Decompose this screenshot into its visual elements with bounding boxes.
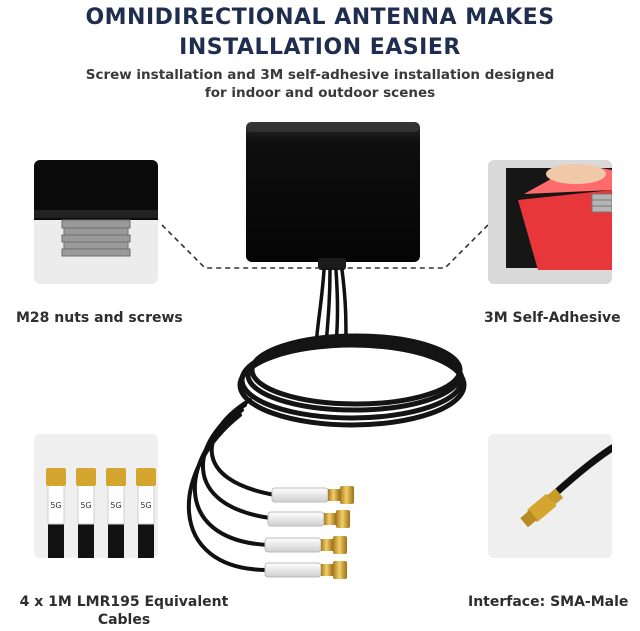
- cable-tails: [186, 398, 277, 572]
- interface-label: Interface: SMA-Male: [468, 594, 629, 610]
- connector-mark-4: 5G: [140, 501, 151, 510]
- leader-line-right: [345, 224, 489, 269]
- subheadline-line-2: for indoor and outdoor scenes: [204, 85, 436, 101]
- subheadline-line-1: Screw installation and 3M self-adhesive …: [85, 67, 555, 83]
- connector-mark-3: 5G: [110, 501, 121, 510]
- cable-bundle: [314, 268, 348, 347]
- headline-line-2: INSTALLATION EASIER: [179, 35, 461, 60]
- cables-photo: 5G 5G 5G 5G: [34, 434, 158, 558]
- antenna-body: [246, 122, 420, 270]
- connector-mark-2: 5G: [80, 501, 91, 510]
- connector-mark-1: 5G: [50, 501, 61, 510]
- adhesive-label: 3M Self-Adhesive: [484, 310, 621, 326]
- nuts-screws-label: M28 nuts and screws: [16, 310, 183, 326]
- sma-connectors: [264, 486, 354, 579]
- cable-coils: [237, 333, 467, 428]
- cables-label-line-1: 4 x 1M LMR195 Equivalent: [19, 594, 229, 610]
- nuts-screws-photo: [34, 160, 158, 284]
- leader-line-left: [161, 224, 318, 269]
- sma-male-photo: [488, 434, 612, 558]
- headline-line-1: OMNIDIRECTIONAL ANTENNA MAKES: [85, 5, 555, 30]
- adhesive-photo: [488, 160, 612, 284]
- cables-label-line-2: Cables: [97, 612, 151, 628]
